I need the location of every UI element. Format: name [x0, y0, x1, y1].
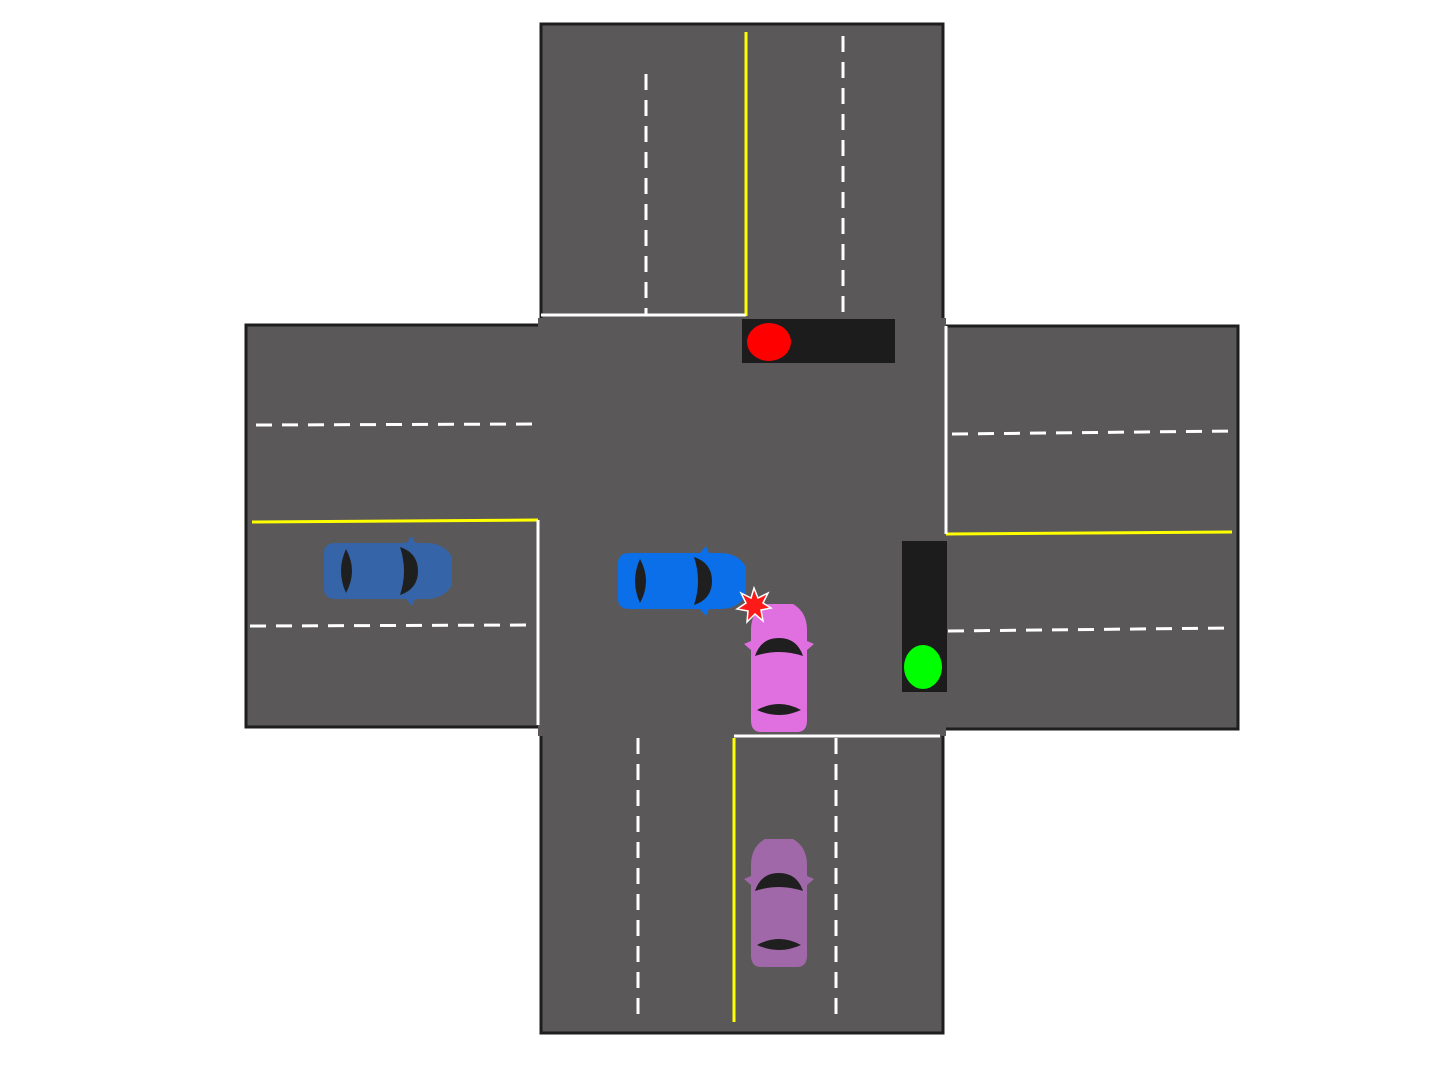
east-road [942, 324, 1240, 731]
west-lane-divider-top [255, 422, 539, 427]
road-surface [244, 22, 1240, 1035]
west-center-line [251, 518, 539, 524]
north-road [539, 22, 945, 326]
east-center-line [945, 530, 1233, 536]
east-lane-divider-top [951, 429, 1237, 436]
east-lane-divider-bottom [947, 626, 1231, 633]
intersection-box [538, 318, 946, 736]
traffic-signal-north [742, 319, 895, 363]
collision-star-icon [735, 585, 773, 624]
blue-car-previous-position [324, 536, 452, 606]
blue-car [618, 546, 746, 616]
west-road [244, 323, 542, 729]
red-light-icon [747, 323, 791, 361]
green-light-icon [904, 645, 942, 689]
traffic-signal-east [902, 541, 947, 692]
pink-car [744, 604, 814, 732]
lane-markings [249, 32, 1237, 1024]
south-road [539, 731, 945, 1035]
pink-car-previous-position [744, 839, 814, 967]
west-lane-divider-bottom [249, 623, 535, 628]
